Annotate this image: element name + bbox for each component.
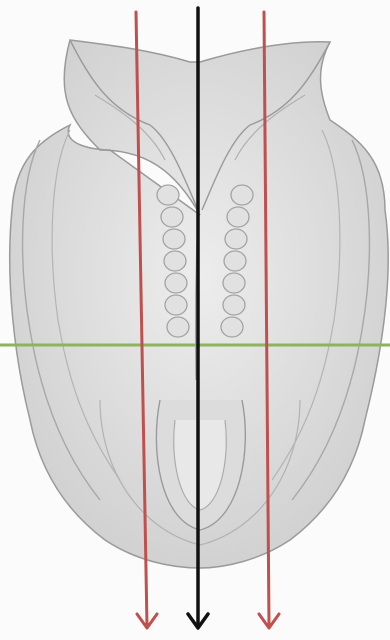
somite-right-2 xyxy=(227,207,249,227)
somite-right-7 xyxy=(221,317,243,337)
somite-left-3 xyxy=(163,229,185,249)
somite-left-6 xyxy=(165,295,187,315)
somite-right-6 xyxy=(223,295,245,315)
somite-left-5 xyxy=(165,273,187,293)
somite-left-7 xyxy=(167,317,189,337)
somite-left-4 xyxy=(164,251,186,271)
somite-right-5 xyxy=(223,273,245,293)
somite-right-1 xyxy=(231,185,253,205)
somite-left-1 xyxy=(157,185,179,205)
somite-left-2 xyxy=(161,207,183,227)
somite-right-3 xyxy=(225,229,247,249)
somite-right-4 xyxy=(224,251,246,271)
